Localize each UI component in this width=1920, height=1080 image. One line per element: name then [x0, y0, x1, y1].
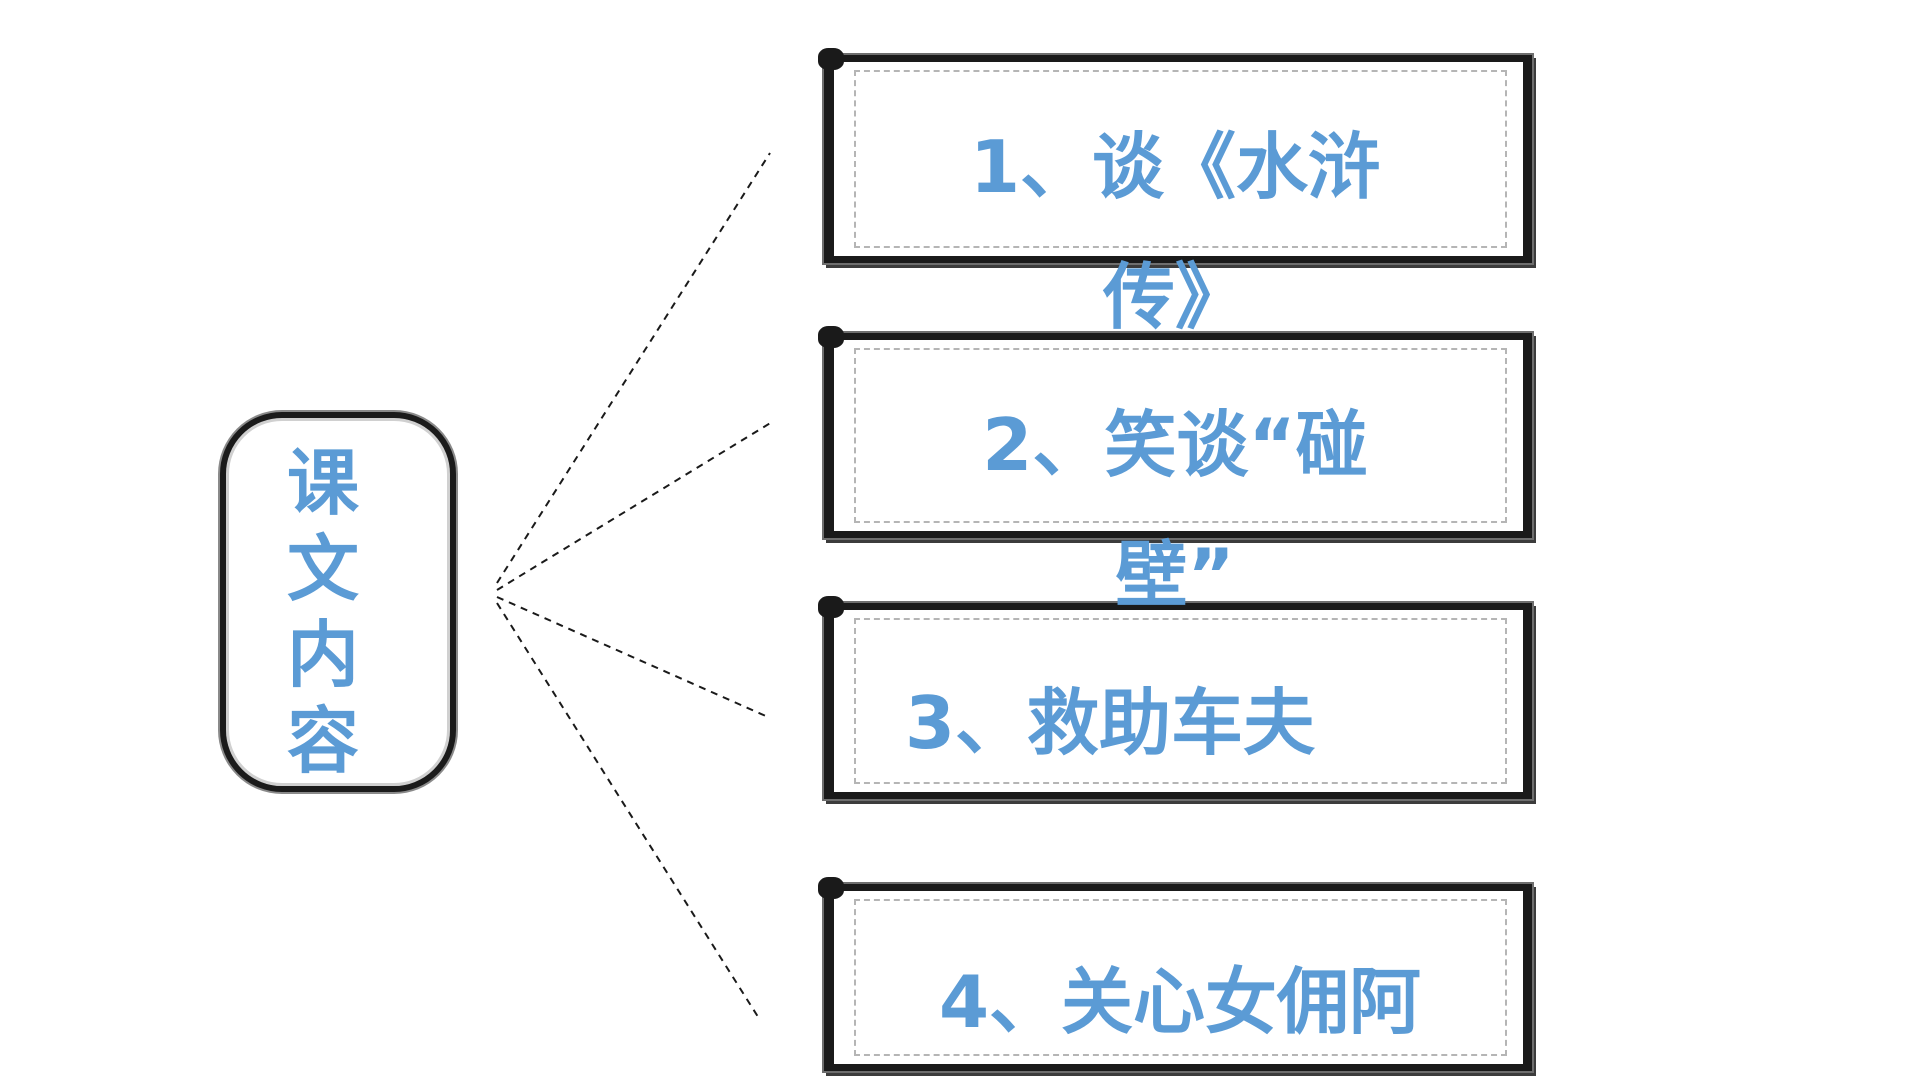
- item-label-1: 1、谈《水浒传》: [969, 125, 1381, 339]
- item-label-3: 3、救助车夫: [904, 681, 1316, 765]
- connector-line-4: [496, 602, 761, 1021]
- topic-char: 文: [286, 527, 359, 611]
- item-frame-4: [818, 877, 1532, 1071]
- topic-char: 内: [286, 613, 359, 697]
- connector-line-3: [496, 596, 769, 718]
- connector-line-2: [496, 421, 773, 591]
- connector-line-1: [496, 152, 771, 584]
- item-frame-2: [818, 326, 1532, 538]
- item-frame-1: [818, 48, 1532, 263]
- item-frame-3: [818, 596, 1532, 799]
- item-label-4: 4、关心女佣阿: [938, 960, 1422, 1044]
- topic-label: 课 文 内 容: [278, 440, 368, 784]
- topic-char: 课: [286, 441, 359, 525]
- topic-char: 容: [286, 699, 359, 783]
- topic-node: [220, 412, 456, 792]
- item-label-2: 2、笑谈“碰壁”: [982, 403, 1368, 617]
